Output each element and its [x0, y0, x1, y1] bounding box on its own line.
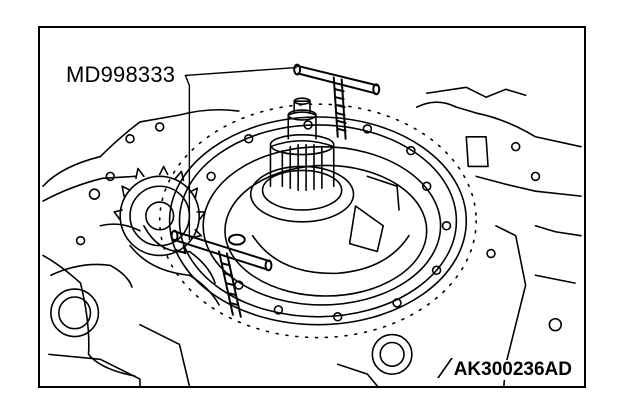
special-tool-md998333: [170, 63, 381, 318]
drive-gear: [113, 165, 220, 306]
case-right: [336, 86, 582, 386]
tool-number-label: MD998333: [64, 62, 178, 87]
transmission-illustration: [42, 63, 582, 386]
figure-frame: MD998333 AK300236AD: [38, 26, 586, 388]
figure-reference-code: AK300236AD: [451, 359, 574, 380]
oil-pump-housing: [158, 103, 477, 339]
case-left: [42, 108, 240, 386]
tool-leader-lines: [184, 66, 297, 241]
stator-hub: [249, 97, 410, 275]
